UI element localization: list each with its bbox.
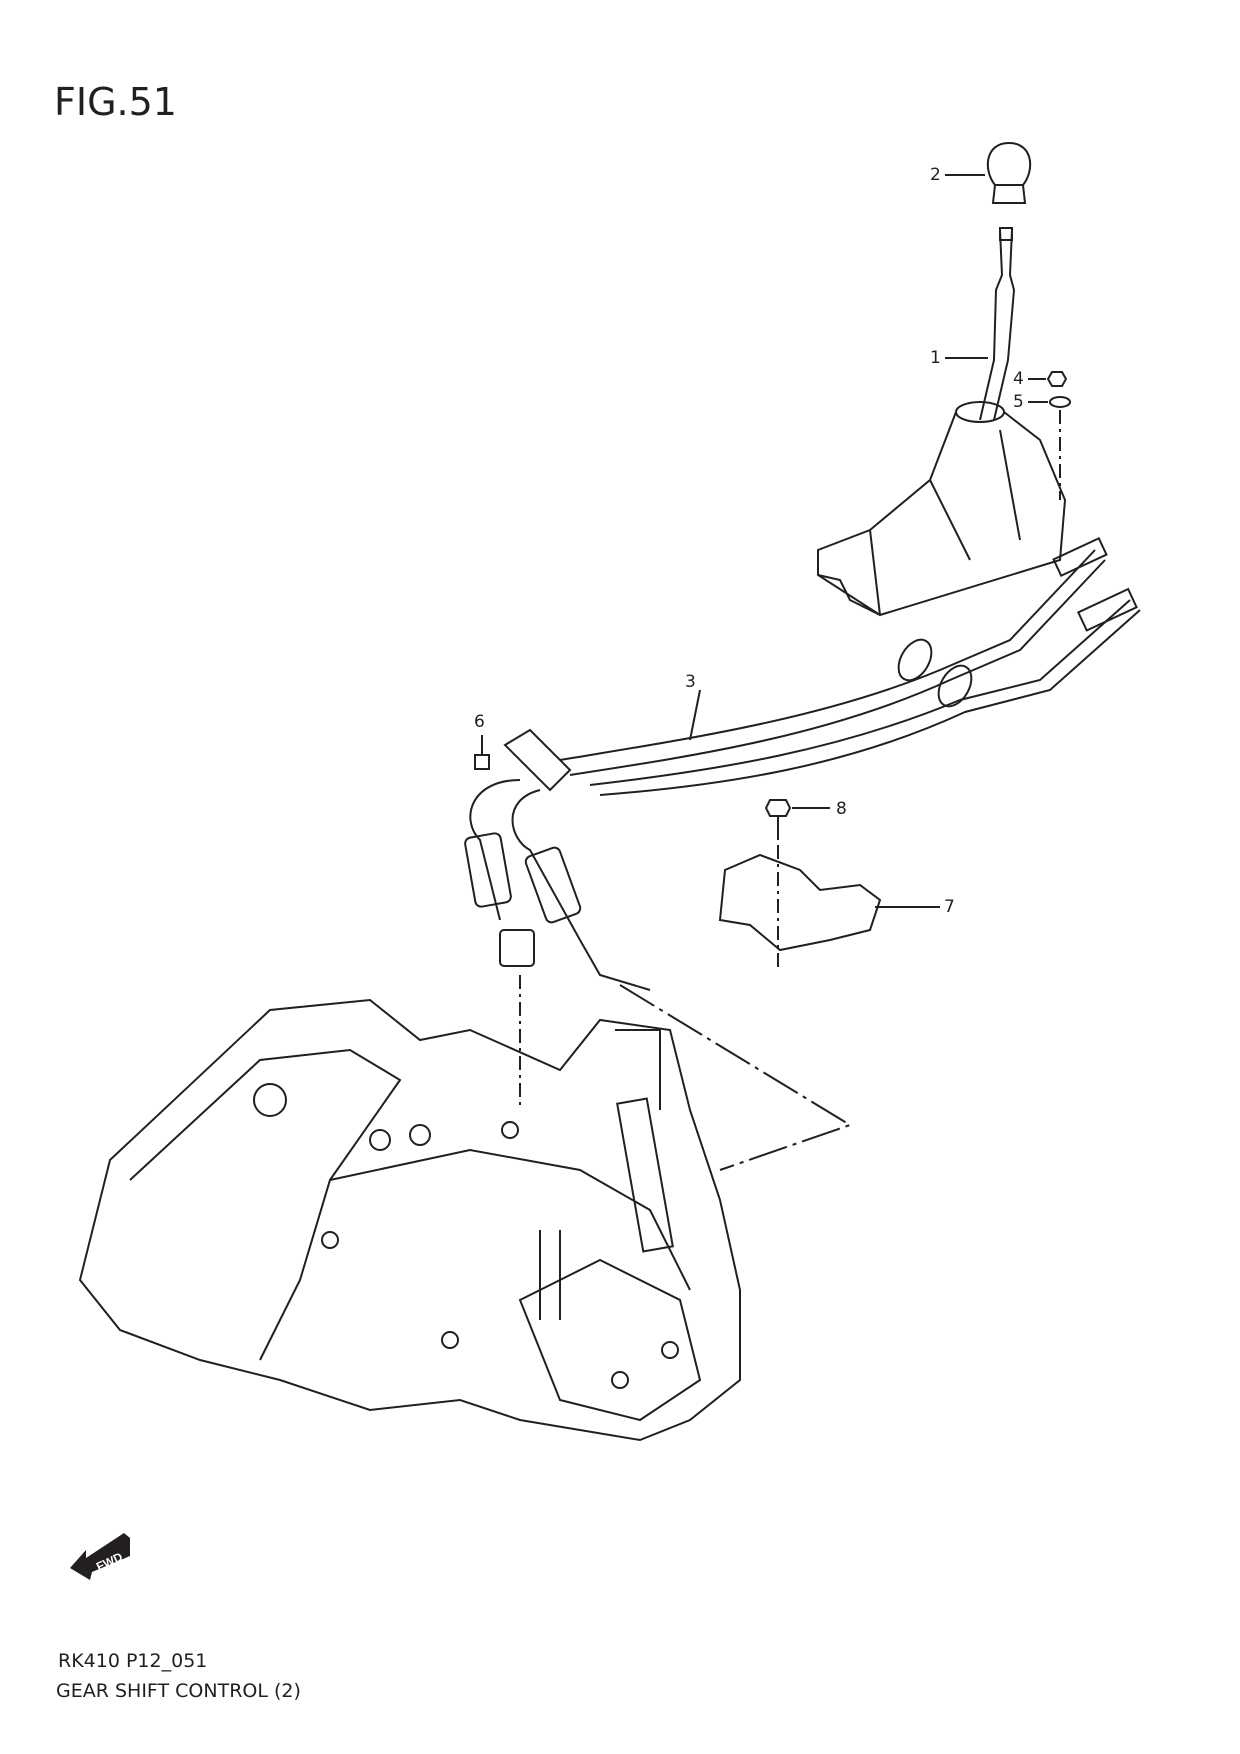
bolt <box>764 799 792 840</box>
figure-label: FIG.51 <box>54 80 177 124</box>
callout-1: 1 <box>930 348 941 368</box>
callout-2: 2 <box>930 165 941 185</box>
cable-bracket <box>718 853 882 952</box>
nut <box>1046 371 1068 387</box>
callout-7: 7 <box>944 897 955 917</box>
forward-direction-arrow-icon: FWD <box>70 1533 130 1580</box>
shift-lever <box>979 227 1016 421</box>
callout-6: 6 <box>474 712 485 732</box>
shift-lever-housing <box>817 401 1067 617</box>
transmission-case <box>78 998 741 1442</box>
diagram-title: GEAR SHIFT CONTROL (2) <box>56 1680 301 1702</box>
washer <box>1049 396 1071 408</box>
callout-3: 3 <box>685 672 696 692</box>
callout-4: 4 <box>1013 369 1024 389</box>
callout-8: 8 <box>836 799 847 819</box>
callout-5: 5 <box>1013 392 1024 412</box>
shift-cables <box>464 536 1141 991</box>
diagram-code: RK410 P12_051 <box>58 1650 208 1672</box>
bolt <box>474 745 490 770</box>
shift-knob <box>986 141 1032 204</box>
